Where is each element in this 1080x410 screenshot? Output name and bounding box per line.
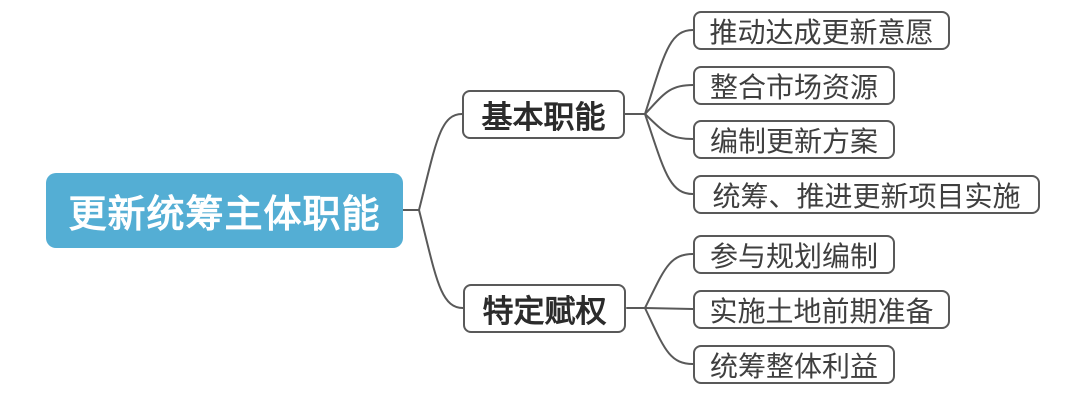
connector-branch1-leaf3 bbox=[644, 113, 694, 140]
leaf-node: 编制更新方案 bbox=[693, 120, 895, 159]
branch-node-basic-functions: 基本职能 bbox=[462, 90, 625, 139]
connector-branch1-leaf2 bbox=[644, 84, 694, 115]
leaf-node: 整合市场资源 bbox=[693, 66, 895, 105]
connector-branch2-leaf3 bbox=[644, 307, 694, 365]
root-node: 更新统筹主体职能 bbox=[46, 173, 403, 248]
branch-node-specific-empowerment: 特定赋权 bbox=[463, 284, 626, 333]
connector-branch1-leaf1 bbox=[644, 29, 694, 115]
connector-branch2-leaf1 bbox=[644, 253, 694, 309]
leaf-node: 统筹整体利益 bbox=[693, 345, 895, 384]
connector-root-branch1 bbox=[418, 113, 463, 211]
connector-root-branch2 bbox=[418, 209, 464, 309]
leaf-node: 实施土地前期准备 bbox=[693, 290, 950, 329]
leaf-node: 推动达成更新意愿 bbox=[693, 11, 950, 50]
leaf-node: 统筹、推进更新项目实施 bbox=[693, 175, 1040, 214]
connector-branch2-leaf2 bbox=[644, 307, 694, 310]
leaf-node: 参与规划编制 bbox=[693, 235, 895, 274]
connector-branch1-leaf4 bbox=[644, 113, 694, 195]
